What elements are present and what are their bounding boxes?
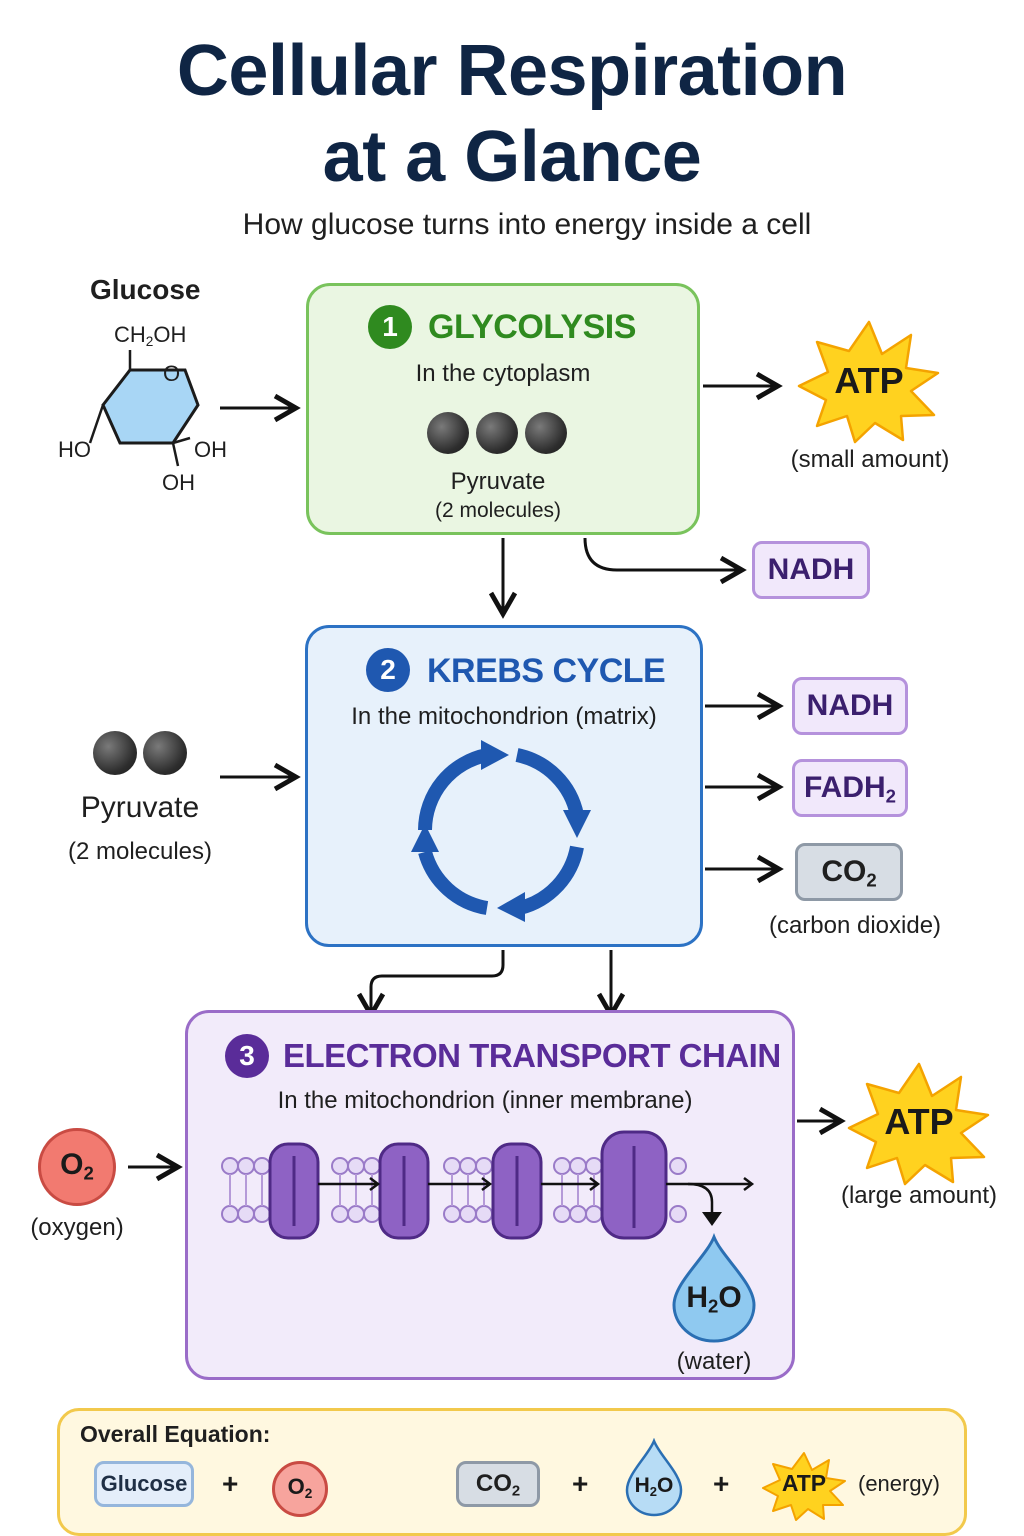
krebs-nadh-badge: NADH <box>792 677 908 735</box>
equation-atp-burst-icon <box>762 1452 846 1521</box>
glucose-label: Glucose <box>90 274 201 305</box>
glycolysis-title: GLYCOLYSIS <box>428 308 636 346</box>
glycolysis-nadh-badge: NADH <box>752 541 870 599</box>
glycolysis-atp-note: (small amount) <box>790 446 950 473</box>
page-title-line1: Cellular Respiration <box>176 31 848 111</box>
atp-burst-icon <box>797 320 940 444</box>
etc-atp-label: ATP <box>884 1101 954 1142</box>
etc-step-badge: 3 <box>225 1034 269 1078</box>
krebs-input-count: (2 molecules) <box>67 838 213 865</box>
inner-membrane-illustration <box>221 1130 755 1240</box>
equation-oxygen-label: O2 <box>287 1474 313 1502</box>
overall-equation-label: Overall Equation: <box>80 1421 271 1447</box>
equation-plus: + <box>713 1468 730 1499</box>
pyruvate-molecule <box>476 412 518 454</box>
equation-glucose-badge: Glucose <box>94 1461 194 1507</box>
arrow-krebs-to-etc-left <box>356 950 505 1020</box>
glycolysis-step-badge: 1 <box>368 305 412 349</box>
glucose-structure <box>88 350 200 467</box>
page-subtitle: How glucose turns into energy inside a c… <box>242 208 812 241</box>
equation-oxygen-icon <box>272 1461 328 1517</box>
krebs-co2-note: (carbon dioxide) <box>768 912 942 939</box>
equation-energy-note: (energy) <box>858 1471 940 1496</box>
oxygen-label: O2 <box>60 1148 94 1184</box>
water-drop-icon <box>672 1233 756 1343</box>
krebs-title: KREBS CYCLE <box>427 652 666 690</box>
equation-co2-badge: CO2 <box>456 1461 540 1507</box>
etc-location: In the mitochondrion (inner membrane) <box>277 1087 693 1114</box>
glucose-ho-label: HO <box>58 437 91 462</box>
arrow-glycolysis-to-nadh <box>583 537 747 585</box>
equation-plus: + <box>222 1468 239 1499</box>
krebs-step-badge: 2 <box>366 648 410 692</box>
glycolysis-product-label: Pyruvate <box>450 468 546 495</box>
glycolysis-atp-label: ATP <box>834 360 904 401</box>
oxygen-note: (oxygen) <box>30 1214 124 1241</box>
glucose-oh-bottom-label: OH <box>162 470 195 495</box>
krebs-input-label: Pyruvate <box>80 791 200 824</box>
equation-atp-label: ATP <box>781 1470 827 1496</box>
water-label: H2O <box>686 1281 742 1317</box>
krebs-fadh2-badge: FADH2 <box>792 759 908 817</box>
etc-atp-note: (large amount) <box>840 1182 998 1209</box>
krebs-cycle-icon <box>411 740 591 922</box>
equation-plus: + <box>572 1468 589 1499</box>
krebs-location: In the mitochondrion (matrix) <box>351 703 657 730</box>
krebs-cycle-box <box>305 625 703 947</box>
equation-water-drop-icon <box>625 1438 683 1517</box>
pyruvate-molecule <box>93 731 137 775</box>
krebs-co2-badge: CO2 <box>795 843 903 901</box>
pyruvate-molecule <box>427 412 469 454</box>
water-note: (water) <box>676 1348 752 1375</box>
pyruvate-molecule <box>525 412 567 454</box>
glucose-ch2oh-label: CH2OH <box>114 322 187 350</box>
glycolysis-product-count: (2 molecules) <box>434 499 562 522</box>
page-title-line2: at a Glance <box>322 117 702 197</box>
etc-title: ELECTRON TRANSPORT CHAIN <box>283 1037 781 1074</box>
oxygen-molecule-icon <box>38 1128 116 1206</box>
atp-burst-icon <box>847 1062 990 1186</box>
equation-water-label: H2O <box>634 1474 674 1499</box>
glucose-oh-right-label: OH <box>194 437 227 462</box>
pyruvate-molecule <box>143 731 187 775</box>
glycolysis-location: In the cytoplasm <box>415 360 591 387</box>
glucose-ring-oxygen: O <box>163 361 181 386</box>
